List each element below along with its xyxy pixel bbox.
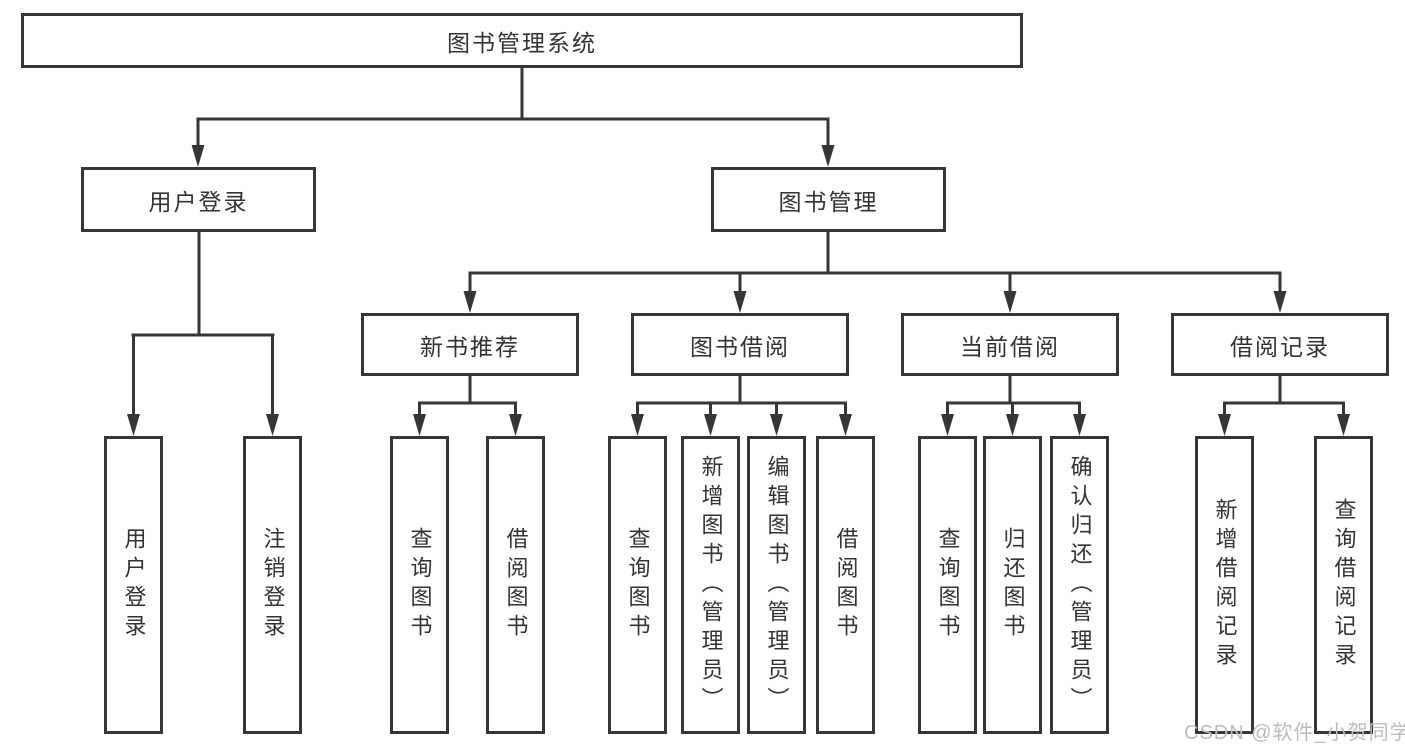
leaf-newrec-query-books: 查询图书: [390, 436, 449, 734]
node-label: 注销登录: [260, 527, 286, 643]
leaf-borrow-edit-books-admin: 编辑图书（管理员）: [747, 436, 806, 734]
tree-edges: [131, 68, 1345, 415]
node-book-management: 图书管理: [711, 167, 946, 232]
node-borrow-records: 借阅记录: [1171, 313, 1389, 376]
leaf-current-query-books: 查询图书: [918, 436, 977, 734]
node-label: 查询图书: [935, 527, 961, 643]
leaf-current-return-books: 归还图书: [983, 436, 1042, 734]
node-label: 查询图书: [407, 527, 433, 643]
leaf-records-add-record: 新增借阅记录: [1195, 436, 1254, 734]
node-book-borrow: 图书借阅: [631, 313, 849, 376]
node-label: 新增借阅记录: [1212, 498, 1238, 672]
leaf-user-login: 用户登录: [104, 436, 163, 734]
node-label: 图书管理: [778, 188, 879, 215]
csdn-watermark: CSDN @软件_小贺同学: [1184, 722, 1405, 744]
node-current-borrow: 当前借阅: [901, 313, 1119, 376]
leaf-borrow-add-books-admin: 新增图书（管理员）: [681, 436, 740, 734]
leaf-current-confirm-return-admin: 确认归还（管理员）: [1050, 436, 1109, 734]
node-label: 编辑图书（管理员）: [764, 454, 790, 716]
leaf-logout: 注销登录: [243, 436, 302, 734]
node-label: 借阅记录: [1230, 333, 1330, 360]
node-label: 用户登录: [121, 527, 147, 643]
leaf-newrec-borrow-books: 借阅图书: [486, 436, 545, 734]
leaf-borrow-borrow-books: 借阅图书: [816, 436, 875, 734]
node-label: 图书管理系统: [447, 29, 597, 56]
leaf-records-query-record: 查询借阅记录: [1314, 436, 1373, 734]
node-root-library-system: 图书管理系统: [21, 13, 1023, 68]
node-label: 查询图书: [625, 527, 651, 643]
node-label: 图书借阅: [690, 333, 790, 360]
node-new-book-recommend: 新书推荐: [361, 313, 579, 376]
node-label: 查询借阅记录: [1331, 498, 1357, 672]
node-label: 归还图书: [1000, 527, 1026, 643]
node-label: 借阅图书: [503, 527, 529, 643]
arrowhead-icons: [127, 145, 1350, 436]
node-user-login: 用户登录: [81, 167, 316, 232]
node-label: 当前借阅: [960, 333, 1060, 360]
node-label: 用户登录: [148, 188, 249, 215]
node-label: 借阅图书: [833, 527, 859, 643]
node-label: 新书推荐: [420, 333, 520, 360]
node-label: 新增图书（管理员）: [698, 454, 724, 716]
node-label: 确认归还（管理员）: [1067, 454, 1093, 716]
leaf-borrow-query-books: 查询图书: [608, 436, 667, 734]
